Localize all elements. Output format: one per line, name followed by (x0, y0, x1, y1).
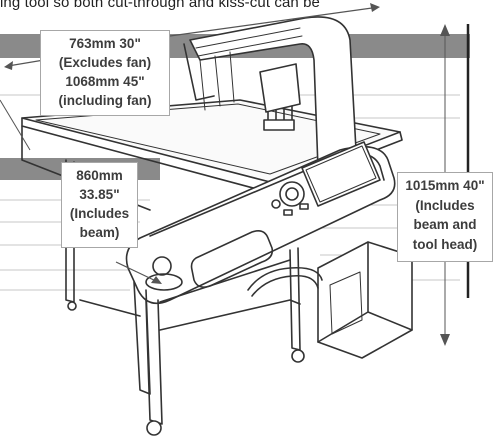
height-label-line3: beam and (413, 217, 477, 232)
height-arrow-top (440, 24, 450, 36)
height-label-line1: 1015mm 40" (405, 178, 485, 193)
width-dimension-label: 763mm 30" (Excludes fan) 1068mm 45" (inc… (40, 30, 170, 116)
width-arrow-left (4, 61, 13, 70)
dimension-arrows (0, 3, 450, 346)
depth-label-line3: (Includes (69, 206, 130, 221)
depth-label-line1: 860mm (76, 168, 123, 183)
width-label-line2: (Excludes fan) (58, 55, 152, 70)
depth-label-line2: 33.85" (79, 187, 120, 202)
width-label-line1: 763mm 30" (69, 36, 141, 51)
width-label-line3: 1068mm 45" (65, 74, 145, 89)
depth-dimension-label: 860mm 33.85" (Includes beam) (61, 162, 138, 248)
width-label-line4: (including fan) (58, 93, 152, 108)
top-caption: ing tool so both cut-through and kiss-cu… (0, 0, 320, 11)
height-label-line4: tool head) (412, 236, 478, 252)
width-arrow-right (370, 3, 380, 12)
height-label-line2: (Includes (415, 197, 475, 213)
machine-outline (21, 16, 413, 436)
depth-label-line4: beam) (79, 225, 120, 240)
height-arrow-bottom (440, 334, 450, 346)
depth-arrow-head (151, 276, 162, 284)
height-dimension-label: 1015mm 40" (Includes beam and tool head) (397, 172, 493, 262)
